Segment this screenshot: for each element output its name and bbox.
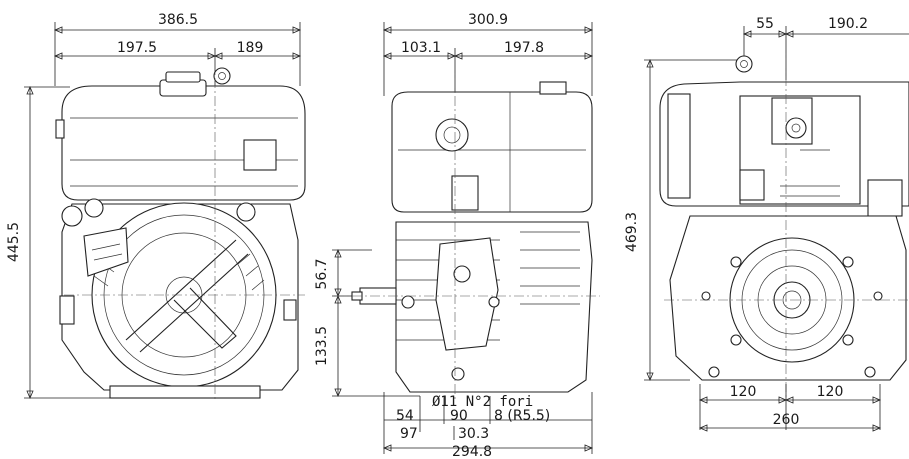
front-overall-width: 386.5	[158, 12, 198, 28]
side-overall-width: 300.9	[468, 12, 508, 28]
front-left-width: 197.5	[117, 40, 157, 56]
side-right-width: 197.8	[504, 40, 544, 56]
front-height: 445.5	[6, 222, 22, 262]
side-shaft-height-lower: 133.5	[314, 326, 330, 366]
rear-base-width: 260	[773, 412, 800, 428]
rear-height: 469.3	[624, 212, 640, 252]
side-dim-8: 8 (R5.5)	[494, 408, 550, 424]
rear-mount-right: 120	[817, 384, 844, 400]
side-hole-note: Ø11 N°2 fori	[432, 394, 533, 410]
rear-view: 55 190.2 469.3	[624, 16, 909, 432]
side-left-width: 103.1	[401, 40, 441, 56]
side-view: 300.9 103.1 197.8 56.7 133.5	[314, 12, 600, 459]
front-view: 386.5 197.5 189 445.5	[6, 12, 306, 400]
rear-dim-55: 55	[756, 16, 774, 32]
front-right-width: 189	[237, 40, 264, 56]
side-shaft-height-upper: 56.7	[314, 258, 330, 289]
side-base-length: 294.8	[452, 444, 492, 459]
side-dim-54: 54	[396, 408, 414, 424]
rear-mount-left: 120	[730, 384, 757, 400]
side-dim-90: 90	[450, 408, 468, 424]
side-dim-30-3: 30.3	[458, 426, 489, 442]
rear-dim-190-2: 190.2	[828, 16, 868, 32]
side-dim-97: 97	[400, 426, 418, 442]
